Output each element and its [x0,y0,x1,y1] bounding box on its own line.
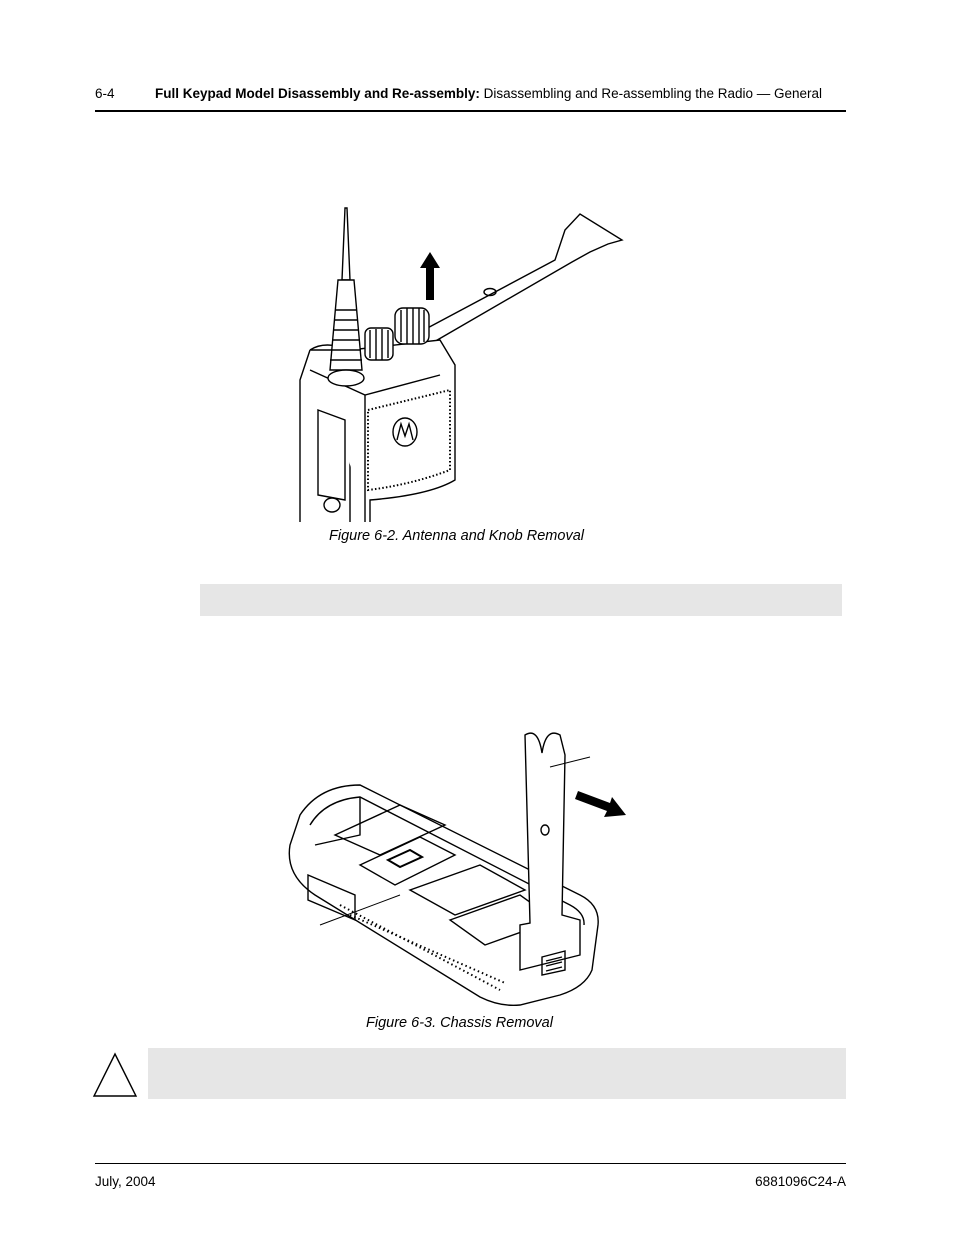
chassis-removal-illustration [288,732,626,1007]
caution-icon [92,1052,138,1097]
footer-doc-number: 6881096C24-A [755,1174,846,1189]
footer-rule [95,1163,846,1164]
header-title-rest: Disassembling and Re-assembling the Radi… [479,86,823,101]
header-title-bold: Full Keypad Model Disassembly and Re-ass… [155,86,480,101]
antenna-knob-removal-illustration [299,207,624,522]
running-header: 6-4 Full Keypad Model Disassembly and Re… [95,84,846,104]
figure-6-2-caption: Figure 6-2. Antenna and Knob Removal [329,528,584,544]
header-title: Full Keypad Model Disassembly and Re-ass… [155,86,822,101]
page-number: 6-4 [95,86,115,101]
header-rule [95,110,846,112]
caution-band [148,1048,846,1099]
figure-6-3-caption: Figure 6-3. Chassis Removal [366,1015,553,1031]
gray-band [200,584,842,616]
footer-date: July, 2004 [95,1174,156,1189]
